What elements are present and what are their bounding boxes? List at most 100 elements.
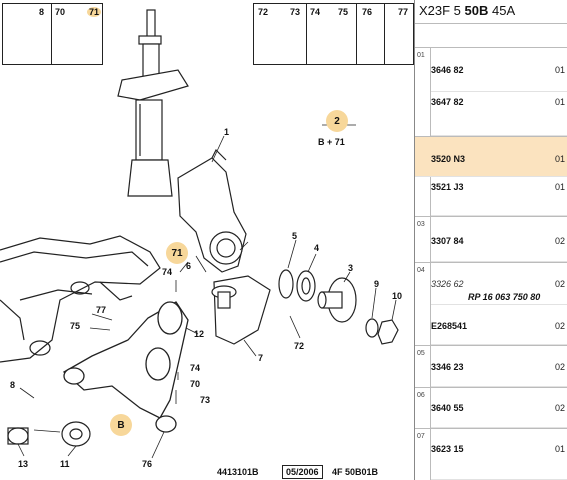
callout-77[interactable]: 77	[96, 305, 107, 315]
part-row[interactable]: 3623 15 01	[431, 429, 567, 480]
group-column	[415, 429, 431, 480]
part-quantity: 01	[555, 182, 566, 192]
callout-12[interactable]: 12	[194, 329, 205, 339]
header-separator	[356, 4, 357, 64]
callout-13[interactable]: 13	[18, 459, 29, 469]
callout-10[interactable]: 10	[392, 291, 403, 301]
group-number: 07	[417, 433, 425, 440]
title-bold: 50B	[464, 3, 489, 18]
part-row[interactable]: 3646 82 01	[431, 48, 567, 92]
header-separator	[51, 4, 52, 64]
header-part-74: 74	[310, 7, 321, 17]
group-column	[415, 263, 431, 345]
footer-date: 05/2006	[282, 465, 323, 479]
callout-74-upper[interactable]: 74	[162, 267, 173, 277]
callout-75[interactable]: 75	[70, 321, 81, 331]
part-quantity: 01	[555, 154, 566, 164]
hub-carrier	[177, 148, 247, 273]
part-row-selected[interactable]: 3520 N3 01	[415, 137, 567, 177]
part-row[interactable]: E268541 02	[431, 305, 567, 345]
lower-arm	[62, 301, 189, 433]
callout-7[interactable]: 7	[258, 353, 264, 363]
group-divider	[415, 262, 567, 263]
header-separator	[384, 4, 385, 64]
subframe	[0, 235, 161, 363]
parts-list-panel: X23F 5 50B 45A 01 3646 82 01 3647 82 01 …	[414, 0, 567, 480]
part-reference: 3646 82	[431, 65, 464, 75]
callout-9[interactable]: 9	[374, 279, 380, 289]
group-number: 05	[417, 350, 425, 357]
hub	[317, 277, 357, 323]
callout-3[interactable]: 3	[348, 263, 354, 273]
callout-74-lower[interactable]: 74	[190, 363, 201, 373]
part-reference: E268541	[431, 321, 468, 331]
callout-B-bubble[interactable]: B	[110, 414, 132, 436]
suspension-drawing	[0, 9, 399, 459]
part-row[interactable]: 3521 J3 01	[431, 177, 567, 216]
header-part-76: 76	[362, 7, 373, 17]
parts-panel-title: X23F 5 50B 45A	[415, 0, 567, 24]
part-quantity: 02	[555, 403, 566, 413]
part-reference: 3520 N3	[431, 154, 466, 164]
part-row[interactable]: 3326 62 02 RP 16 063 750 80	[431, 263, 567, 305]
part-row[interactable]: 3346 23 02	[431, 346, 567, 387]
title-prefix: X23F 5	[419, 3, 465, 18]
part-reference: 3521 J3	[431, 182, 464, 192]
callout-70[interactable]: 70	[190, 379, 201, 389]
header-box-left: 8 70 71	[2, 3, 103, 65]
group-column	[415, 388, 431, 428]
callout-1[interactable]: 1	[224, 127, 230, 137]
callout-71: 71	[171, 247, 183, 259]
group-column	[415, 346, 431, 387]
part-quantity: 01	[555, 444, 566, 454]
ball-joint	[211, 285, 237, 309]
part-row[interactable]: 3647 82 01	[431, 92, 567, 136]
callout-76[interactable]: 76	[142, 459, 153, 469]
part-quantity: 02	[555, 279, 566, 289]
callout-2: 2	[334, 115, 340, 127]
callout-71-bubble[interactable]: 71	[166, 242, 188, 264]
title-suffix: 45A	[488, 3, 516, 18]
part-quantity: 02	[555, 321, 566, 331]
callout-72[interactable]: 72	[294, 341, 305, 351]
leader-lines	[17, 124, 397, 459]
group-divider	[415, 428, 567, 429]
callout-2-bubble[interactable]: 2	[326, 110, 348, 132]
callout-11[interactable]: 11	[60, 459, 70, 469]
header-part-75: 75	[338, 7, 349, 17]
callout-B: B	[117, 419, 125, 431]
nut-washer	[365, 318, 399, 345]
group-number: 03	[417, 221, 425, 228]
header-part-77: 77	[398, 7, 409, 17]
part-quantity: 01	[555, 97, 566, 107]
part-quantity: 01	[555, 65, 566, 75]
bearing-parts	[278, 269, 316, 302]
part-reference: 3647 82	[431, 97, 464, 107]
header-part-71: 71	[87, 7, 102, 17]
group-divider	[415, 387, 567, 388]
group-divider	[415, 345, 567, 346]
part-reference: 3623 15	[431, 444, 464, 454]
callout-73[interactable]: 73	[200, 395, 211, 405]
group-divider	[415, 136, 567, 137]
part-row[interactable]: 3307 84 02	[431, 217, 567, 262]
part-reference: 3326 62	[431, 279, 464, 289]
exploded-diagram: 8 70 71 72 73 74 75 76 77 2 B + 71 71 B …	[0, 3, 414, 479]
group-number: 06	[417, 392, 425, 399]
callout-4[interactable]: 4	[314, 243, 320, 253]
part-row[interactable]: 3640 55 02	[431, 388, 567, 428]
callout-6[interactable]: 6	[186, 261, 192, 271]
header-part-73: 73	[290, 7, 301, 17]
callout-8[interactable]: 8	[10, 380, 16, 390]
part-quantity: 02	[555, 362, 566, 372]
header-part-8: 8	[39, 7, 45, 17]
header-part-72: 72	[258, 7, 269, 17]
group-number: 01	[417, 52, 425, 59]
part-reference: 3640 55	[431, 403, 464, 413]
footer-reference: 4413101B	[217, 467, 259, 477]
part-reference: 3346 23	[431, 362, 464, 372]
callout-5[interactable]: 5	[292, 231, 298, 241]
header-box-right: 72 73 74 75 76 77	[253, 3, 414, 65]
group-column	[415, 48, 431, 136]
header-part-70: 70	[55, 7, 66, 17]
